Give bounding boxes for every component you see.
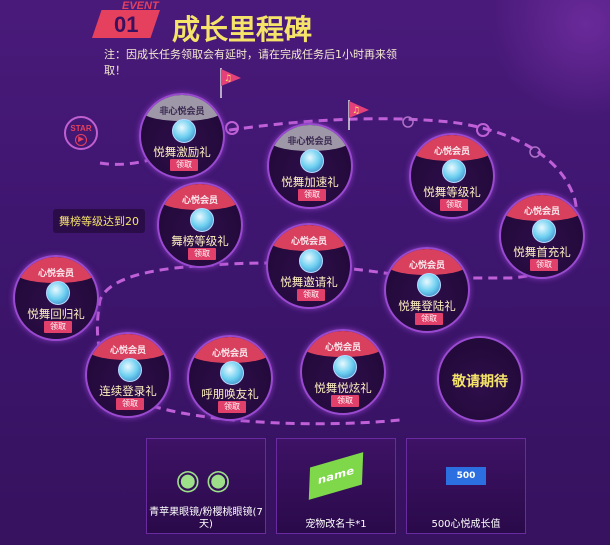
gem-icon bbox=[300, 149, 324, 173]
gift-bubble: 心悦会员悦舞等级礼领取 bbox=[409, 133, 495, 219]
claim-button[interactable]: 领取 bbox=[44, 321, 72, 333]
rename-card-icon: name bbox=[308, 452, 364, 500]
gift-bubble: 心悦会员悦舞回归礼领取 bbox=[13, 255, 99, 341]
play-icon: ▶ bbox=[75, 134, 87, 146]
flag-icon: ♫ bbox=[220, 68, 241, 98]
gift-name: 悦舞等级礼 bbox=[423, 185, 481, 199]
start-label: STAR bbox=[70, 124, 92, 133]
member-tier-label: 心悦会员 bbox=[501, 195, 583, 221]
reward-label: 青苹果眼镜/粉樱桃眼镜(7天) bbox=[149, 507, 263, 530]
gift-bubble: 非心悦会员悦舞激励礼领取 bbox=[139, 93, 225, 179]
glasses-icon: ◉◉ bbox=[175, 463, 237, 496]
member-tier-label: 心悦会员 bbox=[159, 184, 241, 210]
gem-icon bbox=[532, 219, 556, 243]
event-number: 01 bbox=[114, 12, 139, 37]
growth-points-icon: 500 bbox=[446, 467, 486, 485]
gift-bubble: 心悦会员悦舞登陆礼领取 bbox=[384, 247, 470, 333]
member-tier-label: 心悦会员 bbox=[411, 135, 493, 161]
gift-bubble: 心悦会员悦舞悦炫礼领取 bbox=[300, 329, 386, 415]
gem-icon bbox=[172, 119, 196, 143]
member-tier-label: 心悦会员 bbox=[87, 334, 169, 360]
reward-card-glasses: ◉◉ 青苹果眼镜/粉樱桃眼镜(7天) bbox=[146, 438, 266, 534]
requirement-tooltip: 舞榜等级达到20 bbox=[53, 209, 145, 233]
member-tier-label: 非心悦会员 bbox=[269, 125, 351, 151]
event-number-badge: 01 bbox=[92, 10, 160, 38]
claim-button[interactable]: 领取 bbox=[218, 401, 246, 413]
svg-text:♫: ♫ bbox=[224, 74, 232, 84]
background-decoration bbox=[490, 0, 610, 120]
claim-button[interactable]: 领取 bbox=[440, 199, 468, 211]
gift-bubble: 心悦会员舞榜等级礼领取 bbox=[157, 182, 243, 268]
gift-name: 悦舞回归礼 bbox=[27, 307, 85, 321]
gem-icon bbox=[299, 249, 323, 273]
gift-name: 呼朋唤友礼 bbox=[201, 387, 259, 401]
gift-name: 悦舞登陆礼 bbox=[398, 299, 456, 313]
notice-text: 注：因成长任务领取会有延时，请在完成任务后1小时再来领取！ bbox=[104, 48, 397, 77]
reward-label: 宠物改名卡*1 bbox=[305, 519, 367, 530]
reward-label: 500心悦成长值 bbox=[431, 519, 501, 530]
gift-name: 悦舞加速礼 bbox=[281, 175, 339, 189]
claim-button[interactable]: 领取 bbox=[331, 395, 359, 407]
gift-name: 悦舞邀请礼 bbox=[280, 275, 338, 289]
gem-icon bbox=[220, 361, 244, 385]
member-tier-label: 心悦会员 bbox=[268, 225, 350, 251]
claim-button[interactable]: 领取 bbox=[415, 313, 443, 325]
event-label: EVENT bbox=[122, 0, 159, 12]
start-button[interactable]: STAR▶ bbox=[64, 116, 98, 150]
gift-bubble: 非心悦会员悦舞加速礼领取 bbox=[267, 123, 353, 209]
gift-name: 连续登录礼 bbox=[99, 384, 157, 398]
claim-button[interactable]: 领取 bbox=[298, 189, 326, 201]
reward-card-rename: name 宠物改名卡*1 bbox=[276, 438, 396, 534]
gift-name: 悦舞激励礼 bbox=[153, 145, 211, 159]
member-tier-label: 非心悦会员 bbox=[141, 95, 223, 121]
member-tier-label: 心悦会员 bbox=[189, 337, 271, 363]
coming-soon-label: 敬请期待 bbox=[452, 374, 508, 390]
gift-bubble: 心悦会员呼朋唤友礼领取 bbox=[187, 335, 273, 421]
gift-bubble: 心悦会员连续登录礼领取 bbox=[85, 332, 171, 418]
reward-card-growth: 500 500心悦成长值 bbox=[406, 438, 526, 534]
gift-bubble: 心悦会员悦舞首充礼领取 bbox=[499, 193, 585, 279]
coming-soon-bubble: 敬请期待 bbox=[437, 336, 523, 422]
svg-text:♫: ♫ bbox=[352, 106, 360, 116]
member-tier-label: 心悦会员 bbox=[15, 257, 97, 283]
claim-button[interactable]: 领取 bbox=[188, 248, 216, 260]
page-title: 成长里程碑 bbox=[172, 13, 313, 46]
gem-icon bbox=[118, 358, 142, 382]
gem-icon bbox=[46, 281, 70, 305]
gift-name: 舞榜等级礼 bbox=[171, 234, 229, 248]
gem-icon bbox=[417, 273, 441, 297]
gift-bubble: 心悦会员悦舞邀请礼领取 bbox=[266, 223, 352, 309]
gift-name: 悦舞悦炫礼 bbox=[314, 381, 372, 395]
gem-icon bbox=[333, 355, 357, 379]
member-tier-label: 心悦会员 bbox=[386, 249, 468, 275]
member-tier-label: 心悦会员 bbox=[302, 331, 384, 357]
claim-button[interactable]: 领取 bbox=[530, 259, 558, 271]
claim-button[interactable]: 领取 bbox=[297, 289, 325, 301]
claim-button[interactable]: 领取 bbox=[116, 398, 144, 410]
gem-icon bbox=[190, 208, 214, 232]
claim-button[interactable]: 领取 bbox=[170, 159, 198, 171]
gift-name: 悦舞首充礼 bbox=[513, 245, 571, 259]
gem-icon bbox=[442, 159, 466, 183]
